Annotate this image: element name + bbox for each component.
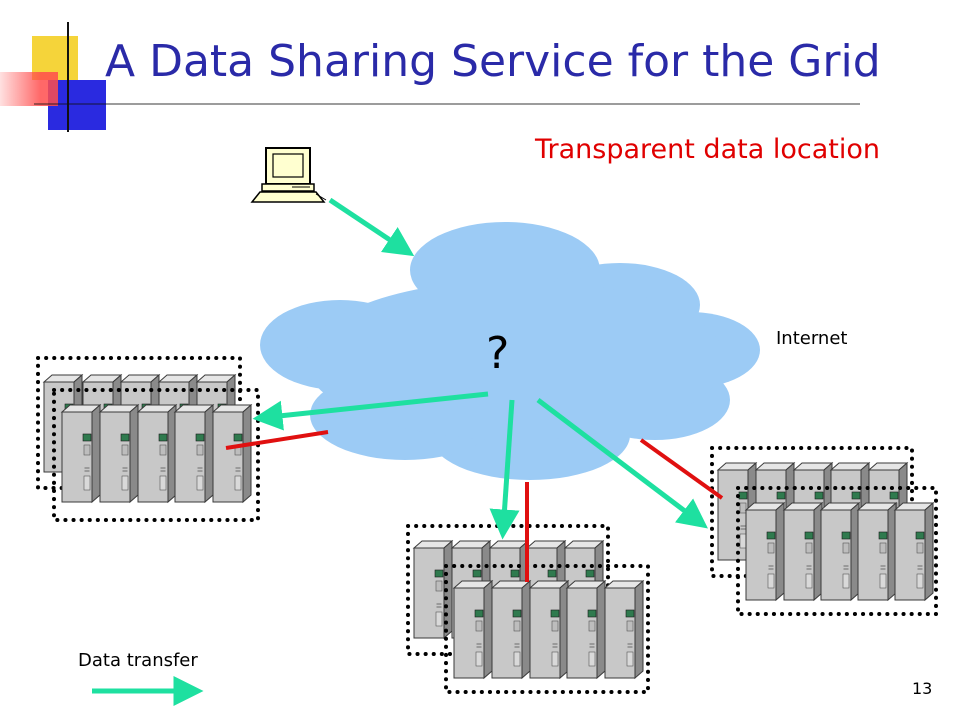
link-left — [225, 430, 329, 450]
cloud-label: Internet — [776, 328, 848, 349]
transfer-arrows — [92, 197, 708, 706]
corner-decoration — [0, 22, 860, 132]
server-cluster-left — [36, 356, 260, 522]
page-number: 13 — [912, 679, 933, 698]
arrow-icon — [536, 398, 708, 529]
link-right — [639, 438, 724, 500]
cloud-icon — [260, 222, 760, 480]
desktop-computer-icon — [250, 147, 327, 203]
cloud-question-mark: ? — [486, 328, 510, 379]
slide-subtitle: Transparent data location — [535, 134, 880, 165]
arrow-icon — [328, 197, 415, 257]
server-cluster-right — [710, 446, 938, 616]
server-cluster-bottom — [406, 524, 650, 694]
arrow-icon — [252, 391, 489, 431]
legend-label: Data transfer — [78, 650, 198, 671]
arrow-icon — [489, 399, 520, 540]
slide-title: A Data Sharing Service for the Grid — [105, 36, 881, 87]
network-links — [225, 430, 724, 582]
